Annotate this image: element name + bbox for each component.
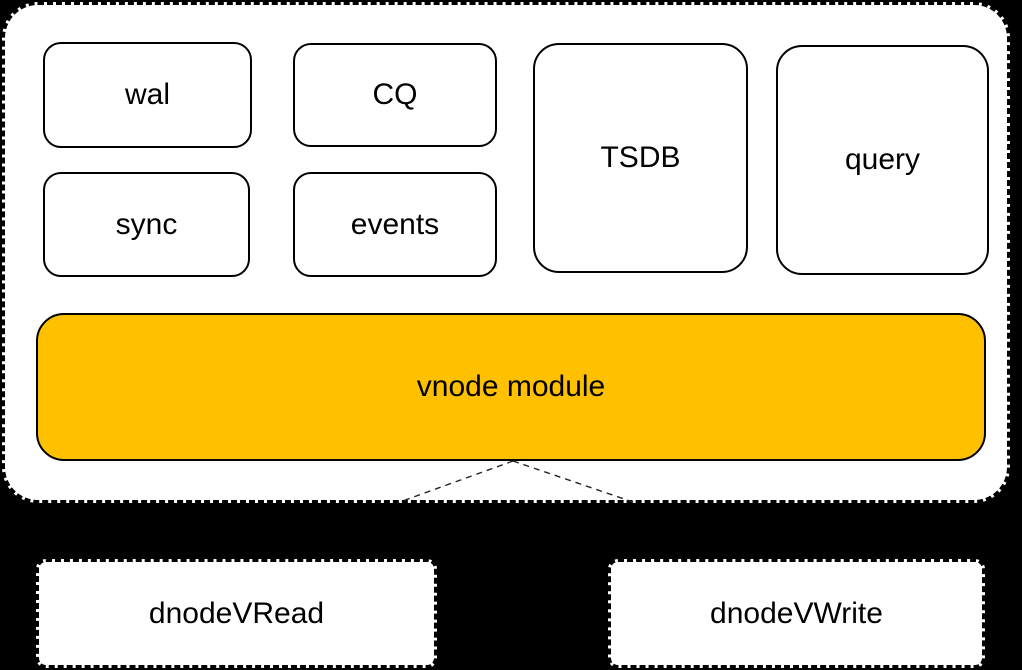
- module-box-tsdb-label: TSDB: [600, 141, 681, 174]
- module-box-query-label: query: [844, 143, 921, 176]
- module-box-wal-label: wal: [124, 78, 170, 111]
- dnode-box-vwrite: dnodeVWrite: [608, 559, 985, 668]
- module-box-events-label: events: [350, 207, 440, 241]
- module-box-cq-label: CQ: [372, 78, 418, 111]
- module-box-query: query: [776, 45, 989, 275]
- module-box-sync: sync: [43, 172, 250, 277]
- dnode-box-vread: dnodeVRead: [36, 559, 437, 668]
- module-box-wal: wal: [43, 42, 252, 148]
- vnode-module-bar: vnode module: [36, 313, 986, 461]
- vnode-module-label: vnode module: [416, 370, 606, 403]
- dnode-vread-label: dnodeVRead: [148, 596, 325, 630]
- module-box-tsdb: TSDB: [533, 43, 748, 273]
- module-box-sync-label: sync: [115, 207, 178, 241]
- module-box-events: events: [293, 172, 497, 277]
- module-box-cq: CQ: [293, 43, 497, 147]
- dnode-vwrite-label: dnodeVWrite: [710, 596, 883, 630]
